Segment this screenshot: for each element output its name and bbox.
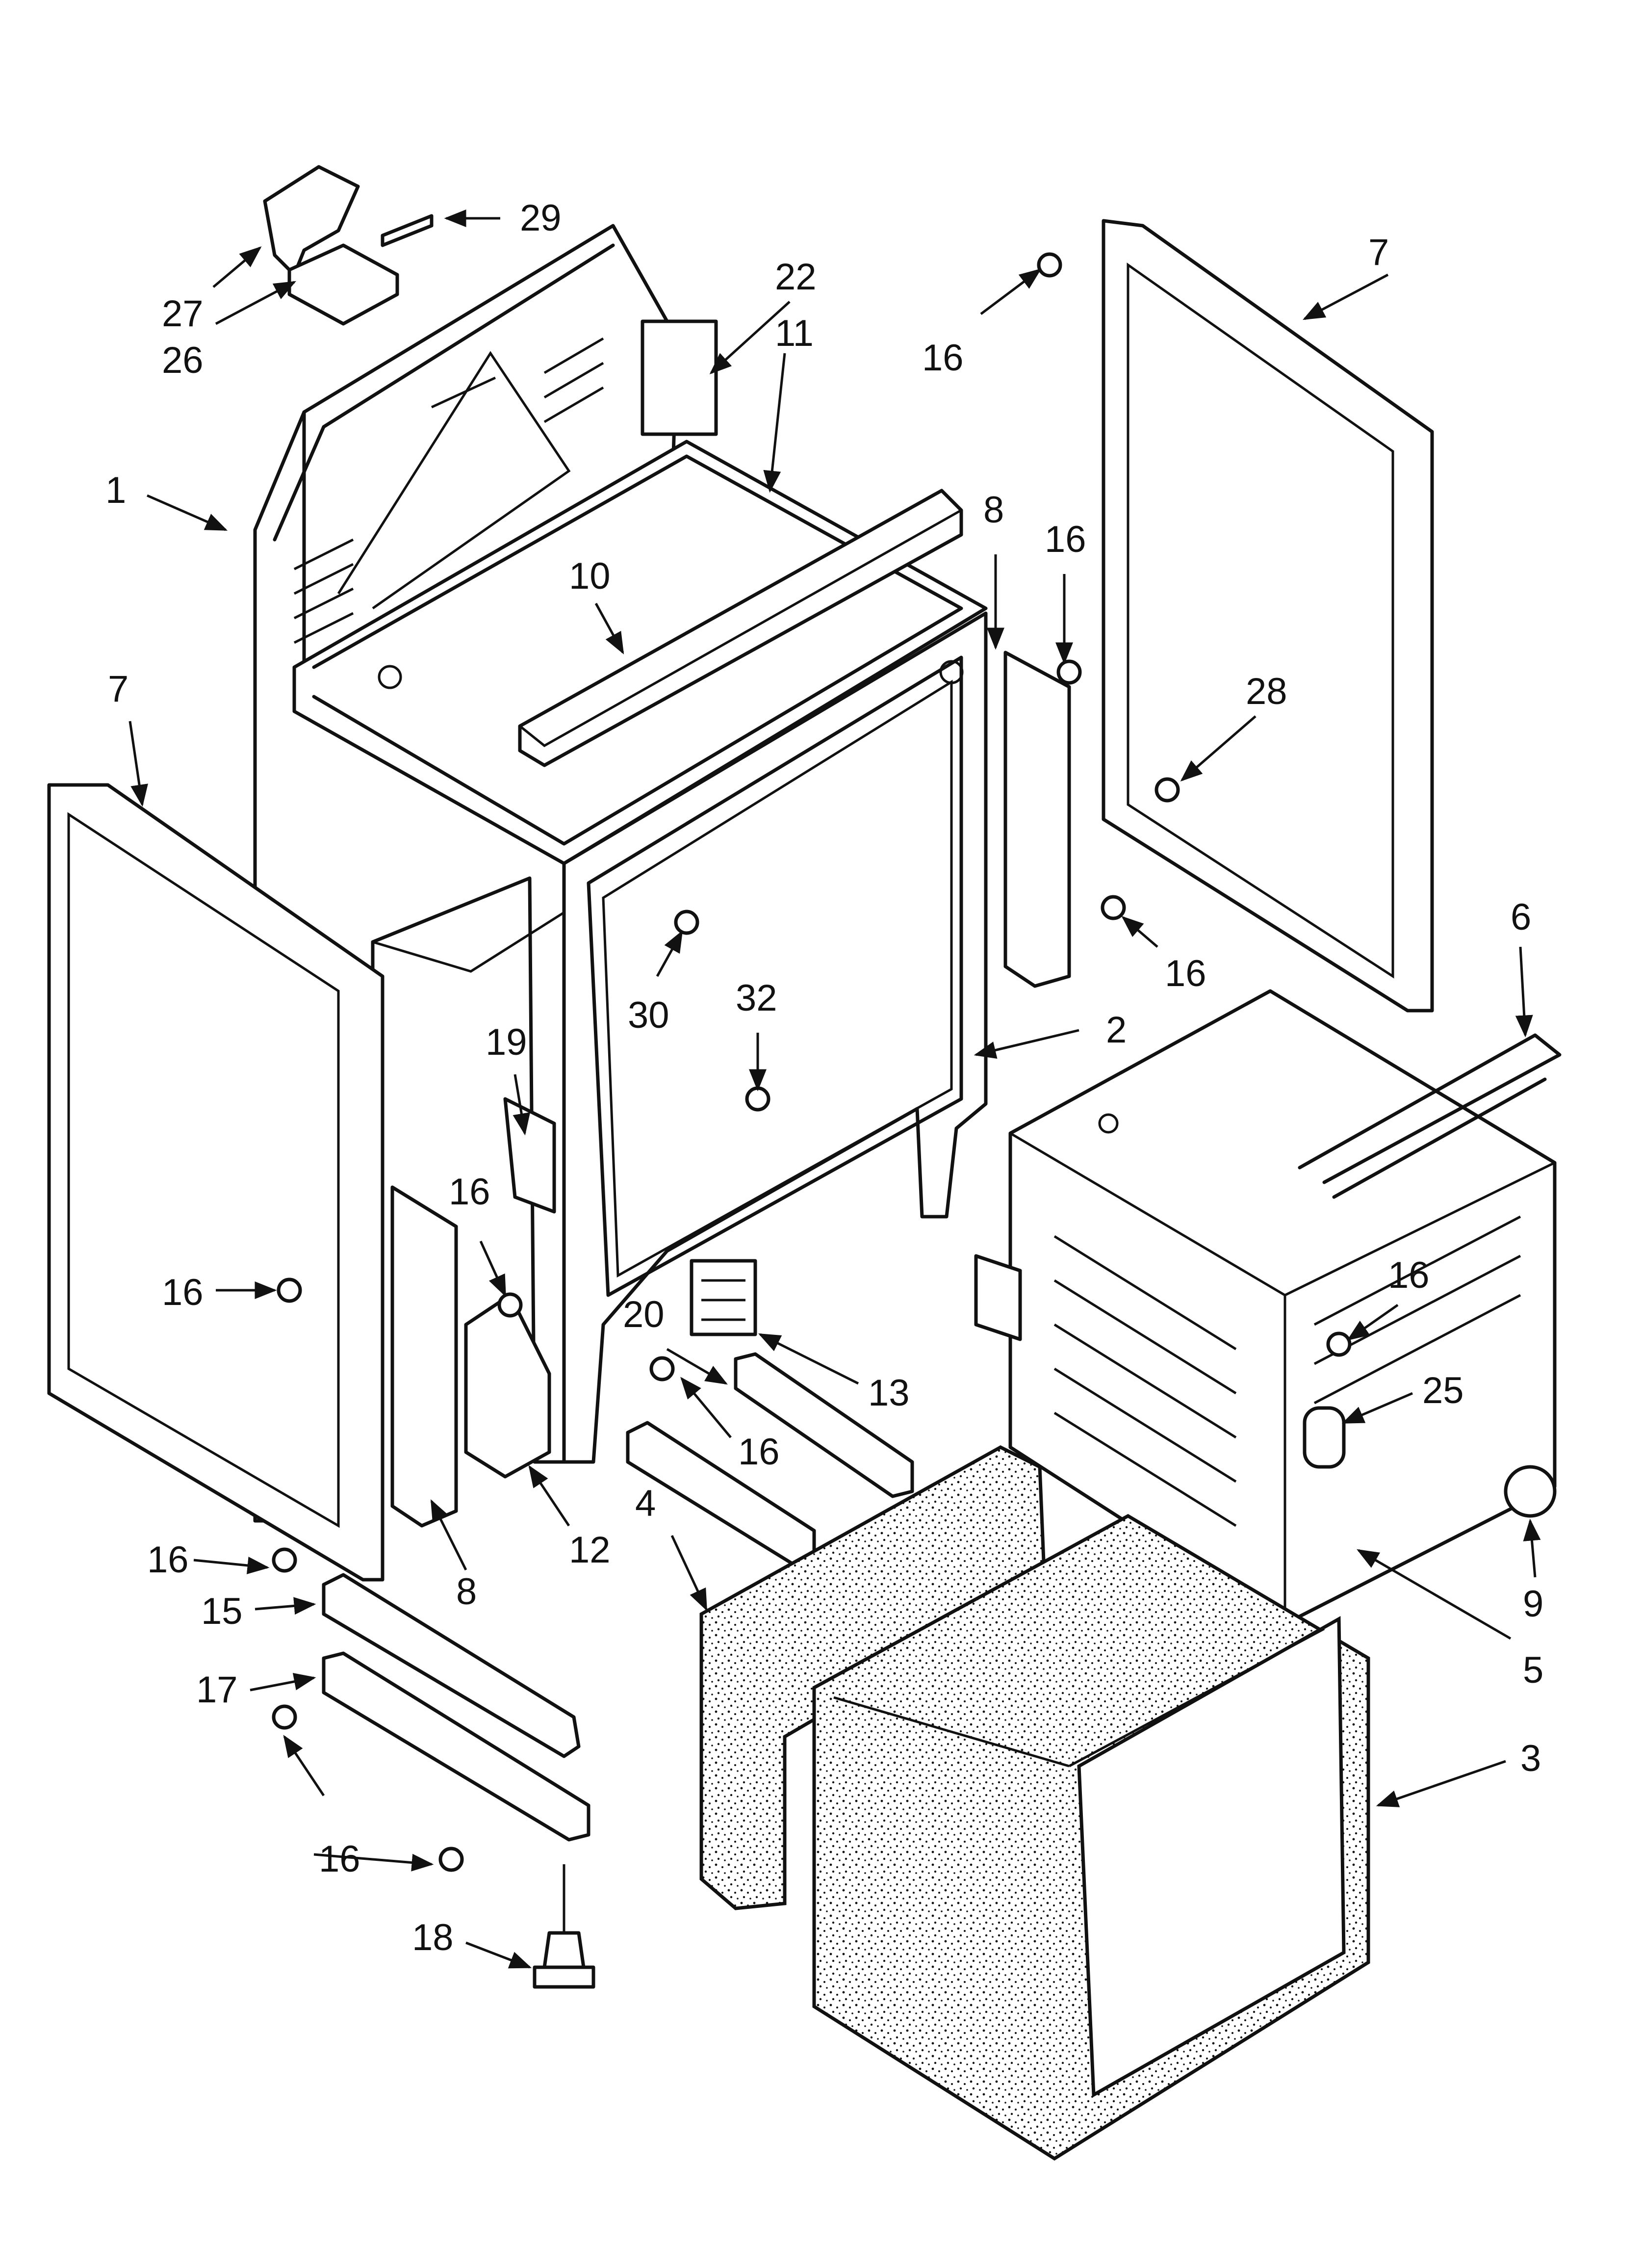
rail-15 [322,1573,581,1758]
rail-17 [322,1651,590,1842]
callout-16-upper-right: 16 [1045,519,1086,560]
callout-20: 20 [623,1294,665,1335]
bracket-8-lower [390,1185,458,1528]
oven-cavity-5 [974,989,1557,1626]
knob-9 [1504,1465,1557,1518]
callout-26: 26 [162,339,204,381]
callout-16-left-a: 16 [162,1272,204,1313]
callout-12: 12 [569,1529,611,1571]
callout-18: 18 [412,1917,454,1958]
callout-25: 25 [1422,1370,1464,1411]
side-panel-7-right [1102,219,1434,1013]
callout-8-lower: 8 [456,1571,477,1613]
callout-27: 27 [162,293,204,335]
callout-8-upper: 8 [983,489,1004,531]
callout-7-left: 7 [108,668,128,710]
pad-26 [287,243,399,326]
callout-6: 6 [1511,896,1531,938]
callout-15: 15 [201,1590,243,1632]
callout-7-right: 7 [1368,232,1389,273]
callout-32: 32 [736,977,777,1019]
callout-22: 22 [775,256,817,298]
heating-element-6 [1298,1033,1562,1199]
callout-17: 17 [196,1669,238,1711]
callout-28: 28 [1246,671,1287,712]
callout-9: 9 [1523,1583,1543,1625]
hinge-bracket-22 [641,319,718,436]
crossbar-10 [518,489,963,767]
element-25 [1303,1406,1346,1469]
callout-labels: 29 27 26 22 11 1 10 7 7 16 8 16 28 16 30… [105,197,1543,1958]
callout-13: 13 [868,1372,910,1414]
callout-29: 29 [520,197,562,239]
callout-4: 4 [635,1483,656,1524]
strip-29 [381,214,434,247]
callout-19: 19 [486,1021,527,1063]
leveling-leg-18 [533,1864,595,1989]
leader-arrows [128,209,1541,1969]
callout-16-right-mid: 16 [1165,953,1206,994]
callout-10: 10 [569,555,611,597]
callout-3: 3 [1520,1738,1541,1779]
callout-16-top: 16 [922,337,964,379]
callout-16-center: 16 [738,1431,780,1473]
insulation-3 [812,1513,1370,2161]
bracket-20-a [734,1352,914,1498]
bracket-8-upper [1003,651,1071,988]
callout-16-lower-left: 16 [147,1539,189,1581]
callout-16-bottom: 16 [319,1838,360,1880]
callout-16-oven: 16 [1388,1254,1430,1296]
callout-30: 30 [628,994,669,1036]
side-panel-7-left [47,783,385,1582]
transformer-13 [690,1259,757,1336]
callout-5: 5 [1523,1649,1543,1691]
callout-11: 11 [775,313,814,354]
screws [272,252,1352,1872]
callout-1: 1 [105,469,126,511]
cap-27 [263,165,360,277]
callout-2: 2 [1106,1009,1127,1051]
callout-16-left-b: 16 [449,1171,490,1213]
